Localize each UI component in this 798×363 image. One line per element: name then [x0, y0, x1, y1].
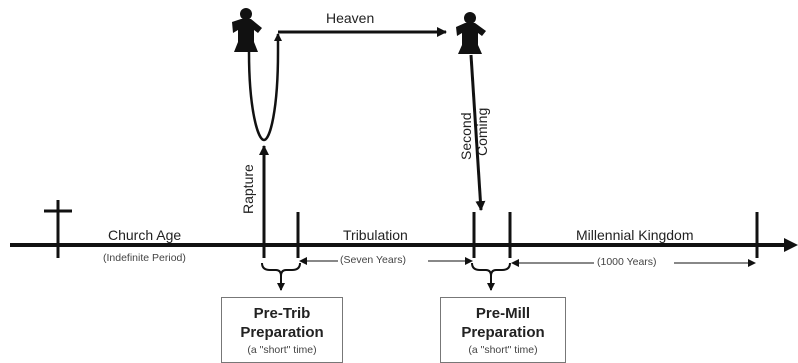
rapture-loop: [247, 51, 280, 142]
premill-box-note: (a "short" time): [468, 344, 538, 356]
heaven-label: Heaven: [326, 10, 375, 26]
ascending-figure-icon: [232, 8, 262, 52]
rapture-label: Rapture: [240, 164, 256, 214]
timeline-arrowhead: [784, 238, 798, 252]
pretrib-preparation-box: Pre-Trib Preparation (a "short" time): [221, 297, 343, 363]
premill-preparation-box: Pre-Mill Preparation (a "short" time): [440, 297, 566, 363]
descending-figure-icon: [456, 12, 486, 54]
pretrib-box-subtitle: Preparation: [240, 324, 324, 341]
tribulation-label: Tribulation: [343, 227, 408, 243]
seven-years-label: (Seven Years): [340, 254, 406, 266]
pretrib-box-note: (a "short" time): [247, 344, 317, 356]
pretrib-box-title: Pre-Trib: [253, 305, 311, 322]
brace-premill: [471, 262, 511, 277]
church-age-label: Church Age: [108, 227, 182, 243]
thousand-years-label: (1000 Years): [597, 256, 657, 268]
brace-pretrib: [261, 262, 301, 277]
second-coming-arrow: [469, 54, 486, 211]
millennial-kingdom-label: Millennial Kingdom: [576, 227, 694, 243]
cross-icon: [44, 200, 72, 258]
second-coming-label-line1: Second: [458, 112, 474, 160]
second-coming-label-line2: Coming: [474, 107, 490, 156]
premill-box-subtitle: Preparation: [461, 324, 545, 341]
church-age-duration: (Indefinite Period): [103, 252, 186, 264]
premill-box-title: Pre-Mill: [475, 305, 531, 322]
